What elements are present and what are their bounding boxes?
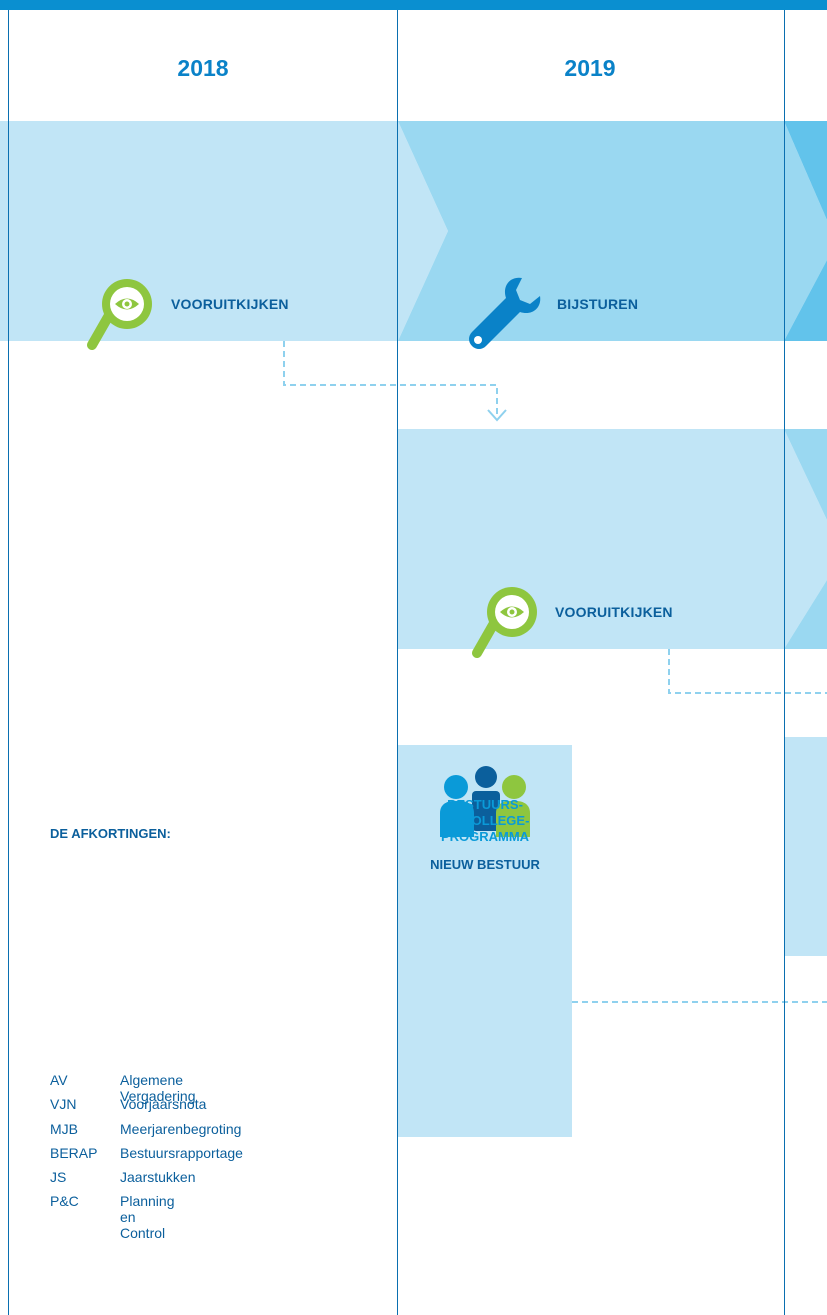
abbreviation-description: Algemene Vergadering <box>120 1072 196 1104</box>
people-group-icon <box>440 766 530 837</box>
wrench-icon <box>469 277 541 349</box>
program-line-3: PROGRAMMA <box>440 829 530 844</box>
phase-label-vooruitkijken: VOORUITKIJKEN <box>171 296 289 312</box>
abbreviation-description: Meerjarenbegroting <box>120 1120 242 1137</box>
abbreviation-code: P&C <box>50 1193 79 1210</box>
year-2018: 2018 <box>177 55 229 81</box>
grid-line-2019-2020 <box>784 10 785 1315</box>
abbreviation-code: BERAP <box>50 1144 98 1161</box>
phase-label-vooruitkijken-2: VOORUITKIJKEN <box>555 604 673 620</box>
year-2019: 2019 <box>564 55 616 81</box>
abbreviation-code: AV <box>50 1072 68 1088</box>
connector-arrowhead <box>487 409 507 422</box>
phase-middle-next-bottom <box>784 580 827 649</box>
phase-label-bijsturen: BIJSTUREN <box>557 296 639 312</box>
abbreviation-description: Bestuursrapportage <box>120 1144 243 1161</box>
abbreviation-description: Jaarstukken <box>120 1169 196 1186</box>
right-partial-box <box>784 737 827 956</box>
phase-bijsturen-band <box>398 121 827 341</box>
connector-middle <box>668 649 827 694</box>
phase-middle-next-top <box>784 429 827 520</box>
grid-line-2018-2019 <box>397 10 398 1315</box>
abbreviation-description: Planning en Control <box>120 1193 175 1242</box>
grid-line-left <box>8 10 9 1315</box>
phase-next-band-lower <box>784 260 827 341</box>
abbreviations-title: DE AFKORTINGEN: <box>50 826 171 841</box>
abbreviation-code: VJN <box>50 1096 77 1113</box>
abbreviation-code: MJB <box>50 1120 78 1137</box>
abbreviation-code: JS <box>50 1169 67 1186</box>
connector-top <box>283 341 498 418</box>
phase-next-band <box>784 121 827 220</box>
magnifier-eye-icon <box>472 587 537 658</box>
top-bar <box>0 0 827 10</box>
program-line-1: BESTUURS- <box>447 797 523 812</box>
magnifier-eye-icon <box>87 279 152 350</box>
abbreviation-description: Voorjaarsnota <box>120 1096 207 1113</box>
nieuw-bestuur-label: NIEUW BESTUUR <box>430 857 540 872</box>
program-line-2: EN COLLEGE- <box>440 813 530 828</box>
